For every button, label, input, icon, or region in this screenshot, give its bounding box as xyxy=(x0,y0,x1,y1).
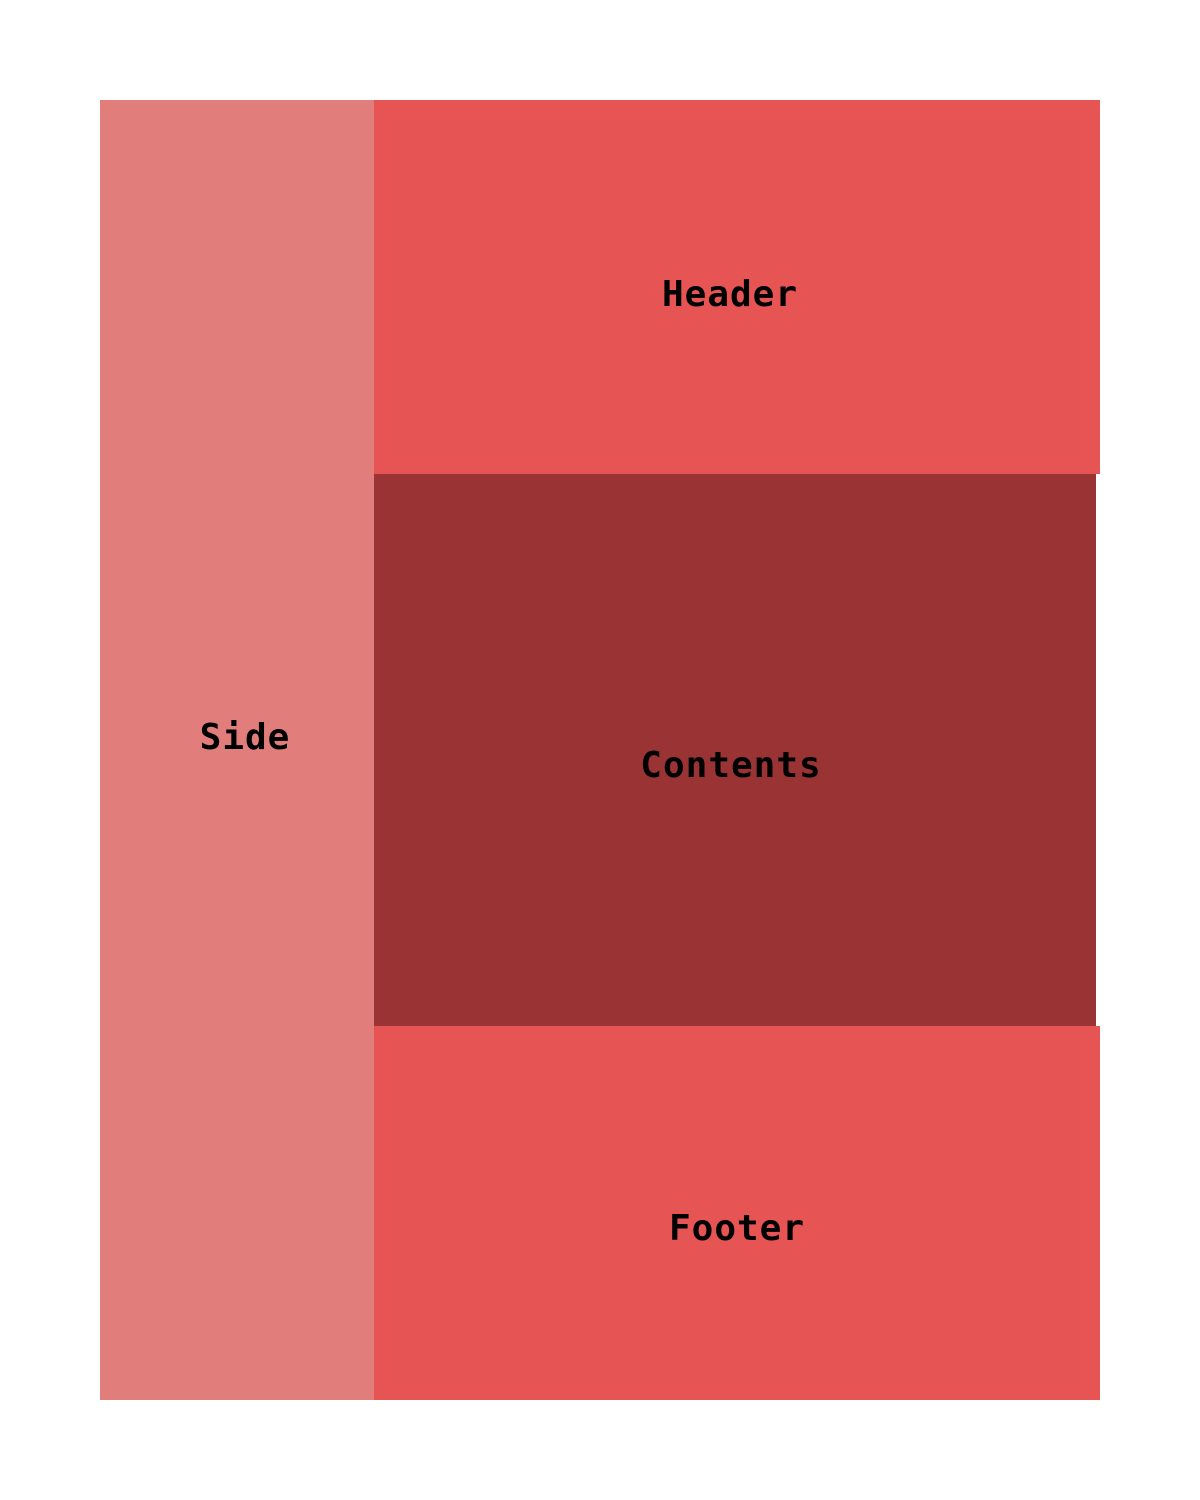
footer-label: Footer xyxy=(668,1207,806,1249)
side-region: Side xyxy=(100,100,374,1400)
side-label: Side xyxy=(199,716,291,758)
contents-region: Contents xyxy=(374,474,1096,1026)
footer-region: Footer xyxy=(374,1026,1100,1400)
layout-diagram: Side Header Contents Footer xyxy=(100,100,1100,1400)
header-label: Header xyxy=(661,273,799,315)
header-region: Header xyxy=(374,100,1100,474)
contents-label: Contents xyxy=(640,744,822,786)
